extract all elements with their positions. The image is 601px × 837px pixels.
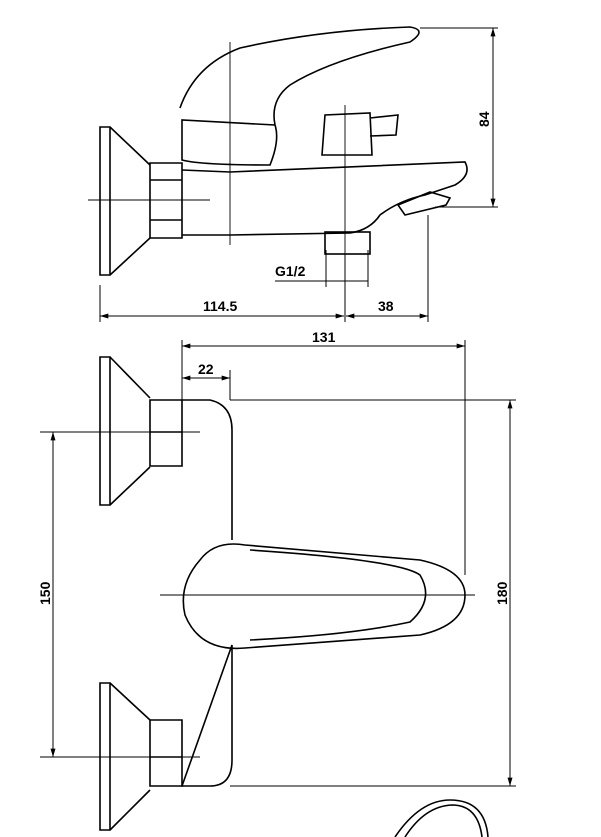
body-outline (180, 399, 233, 787)
hex-nut-lower (149, 719, 183, 787)
center-lines (40, 431, 475, 758)
spout-outlet (396, 191, 452, 216)
extension-lines (45, 340, 516, 787)
wall-flange-lower (99, 682, 151, 831)
body (181, 161, 468, 236)
diverter-knob (321, 112, 399, 156)
side-view: 114.5 38 G1/2 84 (88, 26, 498, 322)
dim-label-150: 150 (37, 581, 53, 605)
dim-label-84: 84 (476, 111, 492, 127)
lever-top (182, 543, 466, 650)
dim-label-22: 22 (198, 361, 214, 377)
partial-view-arc (394, 799, 489, 837)
lever-handle (179, 26, 420, 166)
wall-flange (99, 126, 151, 276)
wall-flange-upper (99, 356, 151, 506)
hex-nut-upper (149, 399, 183, 467)
dim-label-180: 180 (494, 581, 510, 605)
extension-lines (99, 27, 498, 322)
hex-nut (149, 162, 183, 239)
dim-label-38: 38 (378, 298, 394, 314)
dim-label-thread: G1/2 (275, 263, 306, 279)
top-view: 131 22 150 180 (37, 329, 516, 837)
thread-connector (324, 231, 371, 255)
dim-label-114-5: 114.5 (203, 298, 237, 314)
dim-label-131: 131 (312, 329, 336, 345)
